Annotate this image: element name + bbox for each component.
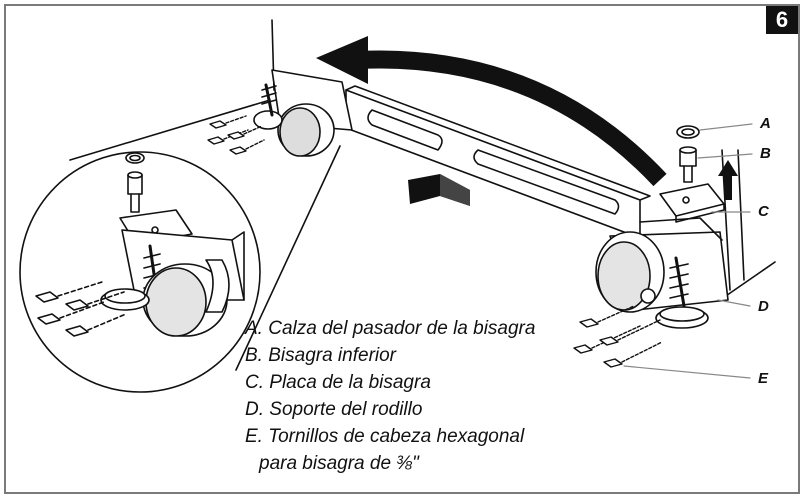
roller-assembly-right bbox=[595, 217, 729, 329]
callout-a: A bbox=[760, 115, 771, 132]
legend-item-a: A. Calza del pasador de la bisagra bbox=[245, 318, 536, 339]
frame-rail bbox=[345, 85, 651, 239]
callout-b: B bbox=[760, 145, 771, 162]
callout-c: C bbox=[758, 203, 769, 220]
parts-legend: A. Calza del pasador de la bisagra B. Bi… bbox=[245, 315, 535, 477]
right-hinge-parts bbox=[659, 125, 738, 223]
legend-item-c: C. Placa de la bisagra bbox=[245, 372, 431, 393]
callout-e: E bbox=[758, 370, 769, 387]
bolts-upper bbox=[207, 115, 265, 155]
callout-leaders bbox=[623, 123, 753, 379]
step-number-badge: 6 bbox=[766, 6, 798, 34]
roller-assembly-upper bbox=[253, 69, 353, 157]
legend-item-b: B. Bisagra inferior bbox=[245, 345, 397, 366]
legend-item-e: E. Tornillos de cabeza hexagonal bbox=[245, 426, 525, 447]
front-arrow-block bbox=[408, 174, 470, 206]
magnifier bbox=[19, 99, 341, 393]
legend-item-d: D. Soporte del rodillo bbox=[245, 399, 423, 420]
callout-d: D bbox=[758, 298, 769, 315]
rotation-arrow bbox=[316, 36, 667, 187]
legend-item-e-continuation: para bisagra de ⅜" bbox=[259, 453, 419, 474]
bolts-right bbox=[573, 305, 663, 368]
